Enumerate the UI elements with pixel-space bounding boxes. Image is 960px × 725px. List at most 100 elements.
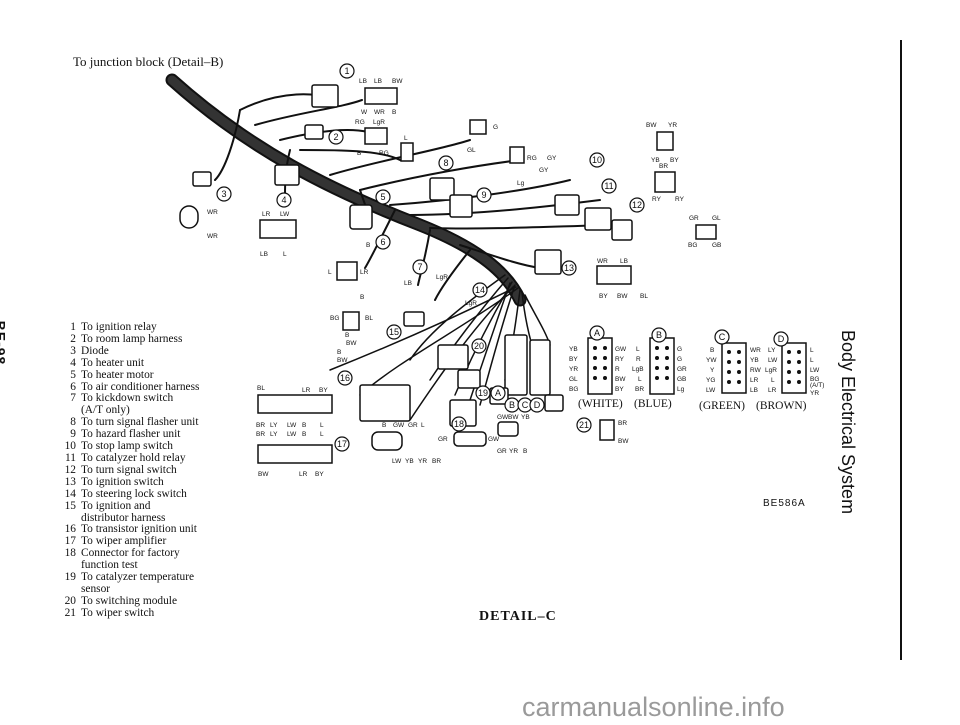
wire-code: B [337, 349, 341, 356]
legend-item-number: 8 [70, 416, 76, 429]
wire-code: G [493, 124, 498, 131]
wire-code: WR [207, 209, 218, 216]
wire-code: YR [668, 122, 677, 129]
wire-code: WR [750, 347, 761, 354]
callout-18: 18 [454, 419, 464, 429]
wire-code: BY [569, 356, 578, 363]
legend-item-text: Diode [81, 344, 109, 357]
wire-code: GY [547, 155, 557, 162]
wire-code: GW [497, 414, 509, 421]
wire-code: LR [302, 387, 311, 394]
wire-code: LB [750, 387, 758, 394]
wire-code: B [392, 109, 396, 116]
callout-6: 6 [380, 237, 385, 247]
wire-code: BY [315, 471, 324, 478]
wire-code: LW [287, 422, 297, 429]
wire-code: BW [646, 122, 657, 129]
wire-code: LR [768, 387, 777, 394]
wire-code: BR [432, 458, 441, 465]
legend-item: 1 To ignition relay [60, 321, 240, 334]
wire-code: GR [408, 422, 418, 429]
wire-code: BW [392, 78, 403, 85]
legend-item: 16 To transistor ignition unit [60, 524, 240, 536]
wire-code: BR [659, 163, 668, 170]
wire-code: L [283, 251, 287, 258]
legend-item-text: To ignition relay [81, 321, 157, 333]
wire-code: GR [677, 366, 687, 373]
wire-code: BW [258, 471, 269, 478]
watermark: carmanualsonline.info [522, 692, 785, 722]
wire-code: GL [712, 215, 721, 222]
wire-code: RG [355, 119, 365, 126]
legend-item-number: 5 [70, 368, 76, 381]
connector-b-color: (BLUE) [634, 398, 672, 410]
callout-21: 21 [579, 420, 589, 430]
wire-code: LW [810, 367, 820, 374]
legend-item-number: 6 [70, 380, 76, 393]
legend-item-number: 9 [70, 428, 76, 441]
wire-code: LgR [373, 119, 385, 126]
legend-item-text: (A/T only) [81, 404, 130, 417]
wire-code: (A/T) [810, 382, 824, 389]
wire-code: GY [539, 167, 549, 174]
callout-19: 19 [478, 388, 488, 398]
wire-code: B [710, 347, 714, 354]
wire-code: BG [330, 315, 339, 322]
callout-10: 10 [592, 155, 602, 165]
wire-code: B [366, 242, 370, 249]
wire-code: BW [337, 357, 348, 364]
wire-code: LY [270, 431, 278, 438]
wire-code: LR [360, 269, 369, 276]
callout-7: 7 [417, 262, 422, 272]
wire-code: RY [675, 196, 685, 203]
wire-code: L [320, 422, 324, 429]
callout-d: D [778, 334, 785, 344]
wire-code: B [357, 150, 361, 157]
legend-item-number: 1 [70, 321, 76, 333]
wire-code: B [345, 332, 349, 339]
wire-code: R [615, 366, 620, 373]
wire-code: BG [688, 242, 697, 249]
legend-item-number: 17 [64, 535, 76, 548]
wire-code: BR [256, 431, 265, 438]
wire-code: L [320, 431, 324, 438]
wire-code: BG [810, 376, 819, 383]
wire-code: BR [635, 386, 644, 393]
wire-code: YB [569, 346, 578, 353]
callout-16: 16 [340, 373, 350, 383]
wire-code: LgR [765, 367, 777, 374]
wire-code: WR [374, 109, 385, 116]
legend-item-text: To switching module [81, 594, 178, 607]
detail-title: DETAIL–C [479, 609, 557, 624]
wire-code: BL [365, 315, 373, 322]
wire-code: L [404, 135, 408, 142]
legend-item-text: To transistor ignition unit [81, 523, 197, 536]
wire-code: YR [810, 390, 819, 397]
legend-item-text: To ignition and [81, 499, 151, 512]
wire-code: RY [615, 356, 625, 363]
legend-item-text: To turn signal switch [81, 463, 177, 476]
legend-item-number: 7 [70, 392, 76, 405]
connector-c-color: (GREEN) [699, 400, 745, 412]
legend-item-text: To heater unit [81, 356, 145, 369]
wire-code: LgR [465, 300, 477, 307]
legend-item-number: 16 [64, 523, 76, 536]
wire-code: B [523, 448, 527, 455]
wire-code: LW [392, 458, 402, 465]
callout-2: 2 [333, 132, 338, 142]
legend-item-text: To wiper amplifier [81, 535, 167, 548]
wire-code: LB [404, 280, 412, 287]
legend-item-text: To wiper switch [81, 606, 155, 619]
right-margin-rule [900, 40, 902, 660]
wire-code: RY [652, 196, 662, 203]
wire-code: R [636, 356, 641, 363]
wire-code: Lg [677, 386, 685, 393]
legend-item: function test [60, 559, 240, 572]
